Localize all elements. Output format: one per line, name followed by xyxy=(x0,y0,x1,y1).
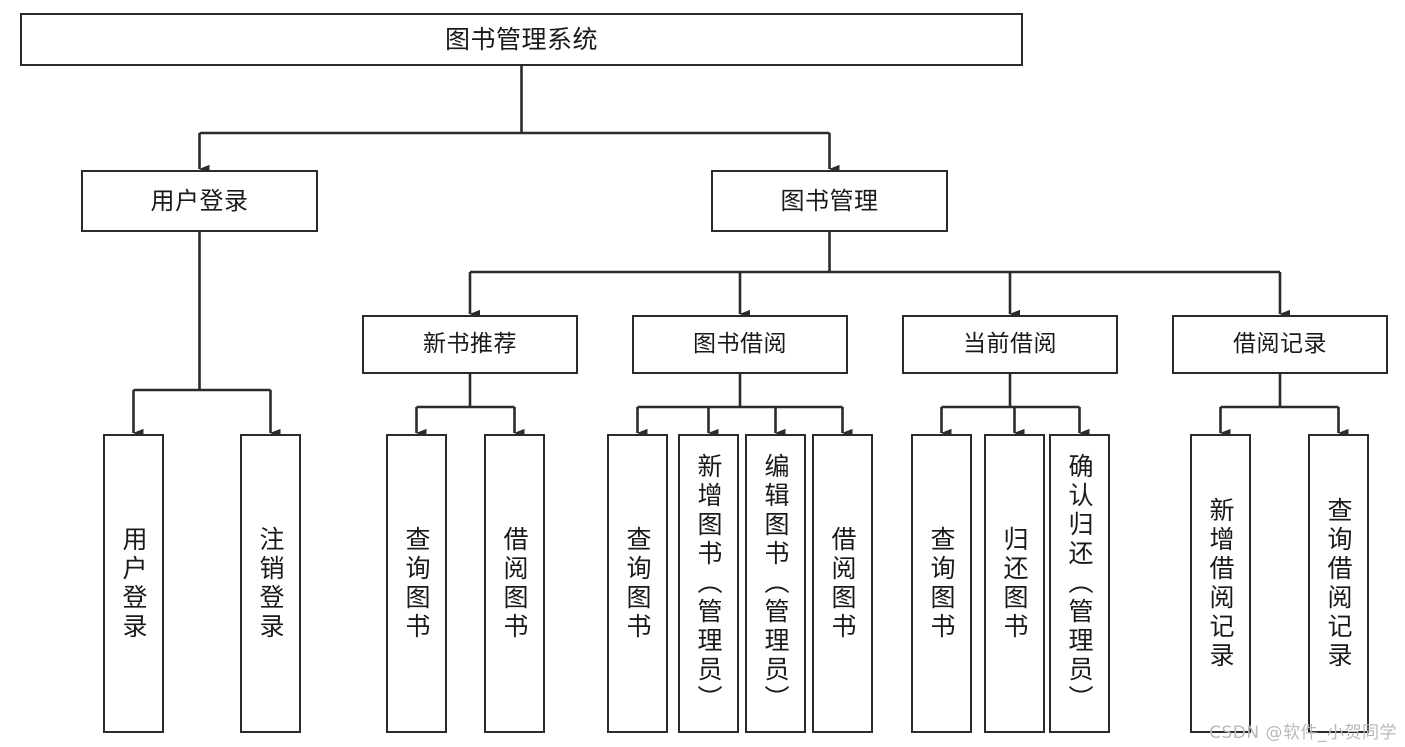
node-label: 新增图书（管理员） xyxy=(694,453,723,714)
node-label: 查询图书 xyxy=(402,525,431,642)
node-root[interactable]: 图书管理系统 xyxy=(20,13,1023,66)
watermark: CSDN @软件_小贺同学 xyxy=(1209,723,1397,743)
node-label: 图书管理系统 xyxy=(444,24,598,54)
node-leaf-edit-book[interactable]: 编辑图书（管理员） xyxy=(745,434,806,733)
node-label: 确认归还（管理员） xyxy=(1065,453,1094,714)
node-book-borrow[interactable]: 图书借阅 xyxy=(632,315,848,374)
node-leaf-borrow-book-1[interactable]: 借阅图书 xyxy=(484,434,545,733)
node-label: 新增借阅记录 xyxy=(1206,496,1235,671)
node-label: 借阅记录 xyxy=(1233,330,1327,357)
node-leaf-query-record[interactable]: 查询借阅记录 xyxy=(1308,434,1369,733)
node-current-borrow[interactable]: 当前借阅 xyxy=(902,315,1118,374)
node-label: 编辑图书（管理员） xyxy=(761,453,790,714)
node-leaf-query-book-3[interactable]: 查询图书 xyxy=(911,434,972,733)
node-user-login[interactable]: 用户登录 xyxy=(81,170,318,232)
node-label: 借阅图书 xyxy=(828,525,857,642)
node-leaf-query-book-1[interactable]: 查询图书 xyxy=(386,434,447,733)
node-label: 归还图书 xyxy=(1000,525,1029,642)
node-label: 新书推荐 xyxy=(423,330,517,357)
node-label: 图书借阅 xyxy=(693,330,787,357)
node-label: 用户登录 xyxy=(150,186,249,215)
node-book-manage[interactable]: 图书管理 xyxy=(711,170,948,232)
node-leaf-user-logout[interactable]: 注销登录 xyxy=(240,434,301,733)
node-label: 查询图书 xyxy=(623,525,652,642)
node-label: 图书管理 xyxy=(780,186,879,215)
node-label: 查询图书 xyxy=(927,525,956,642)
node-leaf-add-book[interactable]: 新增图书（管理员） xyxy=(678,434,739,733)
node-leaf-borrow-book-2[interactable]: 借阅图书 xyxy=(812,434,873,733)
node-label: 注销登录 xyxy=(256,525,285,642)
node-new-book-rec[interactable]: 新书推荐 xyxy=(362,315,578,374)
node-label: 借阅图书 xyxy=(500,525,529,642)
node-leaf-query-book-2[interactable]: 查询图书 xyxy=(607,434,668,733)
node-label: 当前借阅 xyxy=(963,330,1057,357)
node-borrow-record[interactable]: 借阅记录 xyxy=(1172,315,1388,374)
node-leaf-return-book[interactable]: 归还图书 xyxy=(984,434,1045,733)
node-leaf-user-login[interactable]: 用户登录 xyxy=(103,434,164,733)
node-leaf-confirm-return[interactable]: 确认归还（管理员） xyxy=(1049,434,1110,733)
node-leaf-add-record[interactable]: 新增借阅记录 xyxy=(1190,434,1251,733)
node-label: 查询借阅记录 xyxy=(1324,496,1353,671)
node-label: 用户登录 xyxy=(119,525,148,642)
